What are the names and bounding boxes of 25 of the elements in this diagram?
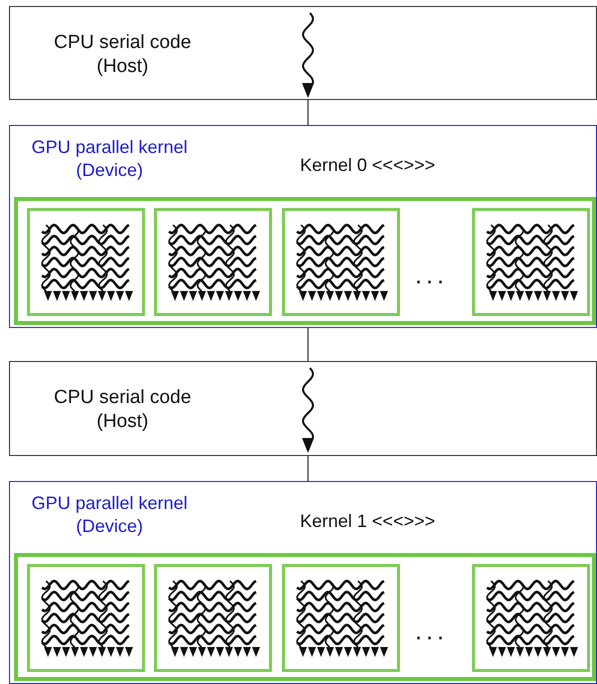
kernel-launch-label: Kernel 1 <<<>>> bbox=[300, 510, 436, 532]
host-label: CPU serial code (Host) bbox=[52, 31, 192, 78]
thread-block-box bbox=[472, 208, 590, 316]
kernel-launch-label: Kernel 0 <<<>>> bbox=[300, 154, 436, 176]
kernel-title: GPU parallel kernel (Device) bbox=[30, 492, 189, 537]
connector-line bbox=[307, 100, 309, 125]
thread-block-box bbox=[282, 564, 400, 672]
host-code-box bbox=[9, 6, 597, 100]
thread-block-box bbox=[154, 564, 272, 672]
ellipsis: · · · bbox=[416, 627, 444, 650]
device-kernel-box bbox=[9, 481, 597, 684]
thread-block-box bbox=[282, 208, 400, 316]
host-code-box bbox=[9, 361, 597, 456]
thread-grid-box bbox=[14, 197, 596, 325]
ellipsis: · · · bbox=[416, 271, 444, 294]
thread-block-box bbox=[27, 564, 145, 672]
host-label: CPU serial code (Host) bbox=[52, 386, 192, 434]
thread-block-box bbox=[27, 208, 145, 316]
thread-block-box bbox=[154, 208, 272, 316]
connector-line bbox=[307, 456, 309, 481]
kernel-title: GPU parallel kernel (Device) bbox=[30, 136, 189, 181]
device-kernel-box bbox=[9, 125, 597, 328]
thread-block-box bbox=[472, 564, 590, 672]
connector-line bbox=[307, 328, 309, 361]
thread-grid-box bbox=[14, 553, 596, 681]
